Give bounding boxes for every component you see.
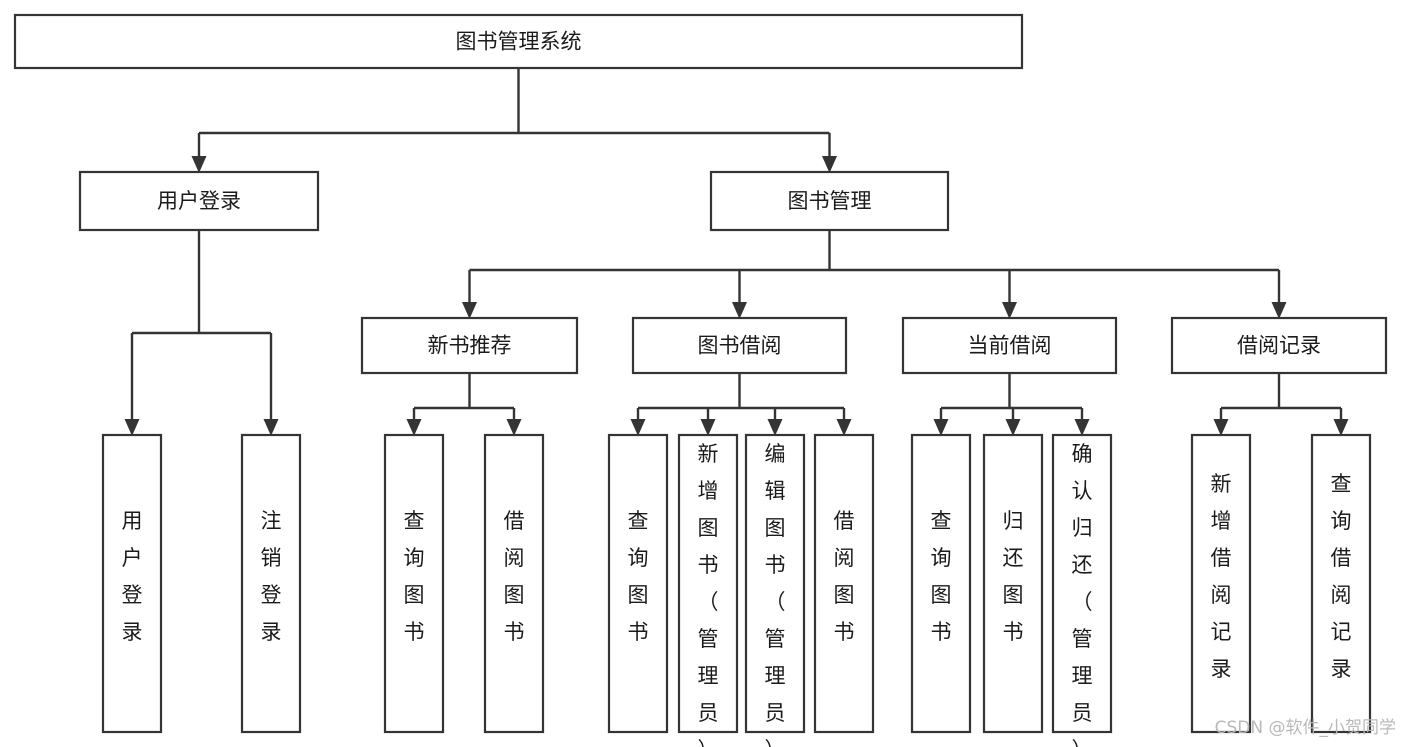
node-label: 新增借阅记录 (1211, 472, 1232, 681)
node-new-book-rec[interactable]: 新书推荐 (360, 316, 579, 375)
node-leaf-borrow-book-2[interactable]: 借阅图书 (813, 433, 875, 734)
node-leaf-confirm-return[interactable]: 确认归还（管理员） (1051, 433, 1113, 747)
node-label: 新书推荐 (428, 334, 512, 358)
node-user-login[interactable]: 用户登录 (78, 170, 320, 232)
arrow-head-icon (1333, 419, 1349, 436)
arrow-head-icon (1002, 302, 1017, 319)
node-box[interactable] (1051, 433, 1113, 734)
node-book-borrow[interactable]: 图书借阅 (631, 316, 848, 375)
node-leaf-borrow-book-1[interactable]: 借阅图书 (483, 433, 545, 734)
node-leaf-add-book[interactable]: 新增图书（管理员） (677, 433, 739, 747)
node-label: 用户登录 (157, 189, 241, 213)
node-leaf-return-book[interactable]: 归还图书 (982, 433, 1044, 734)
connector-group-book_borrow (630, 373, 852, 436)
node-box[interactable] (677, 433, 739, 734)
node-layer: 图书管理系统用户登录图书管理新书推荐图书借阅当前借阅借阅记录用户登录注销登录查询… (13, 13, 1388, 747)
node-box[interactable] (910, 433, 972, 734)
connector-group-current_borrow (933, 373, 1090, 436)
node-label: 借阅记录 (1237, 334, 1321, 358)
node-borrow-record[interactable]: 借阅记录 (1170, 316, 1388, 375)
arrow-head-icon (933, 419, 949, 436)
arrow-head-icon (263, 419, 279, 436)
node-leaf-user-login[interactable]: 用户登录 (101, 433, 163, 734)
node-box[interactable] (1170, 316, 1388, 375)
node-box[interactable] (78, 170, 320, 232)
node-leaf-query-record[interactable]: 查询借阅记录 (1310, 433, 1372, 734)
node-label: 编辑图书（管理员） (765, 442, 786, 747)
node-label: 用户登录 (122, 509, 143, 644)
arrow-head-icon (1213, 419, 1229, 436)
node-leaf-add-record[interactable]: 新增借阅记录 (1190, 433, 1252, 734)
node-leaf-edit-book[interactable]: 编辑图书（管理员） (744, 433, 806, 747)
node-root[interactable]: 图书管理系统 (13, 13, 1024, 70)
node-label: 新增图书（管理员） (698, 442, 719, 747)
connector-layer (124, 68, 1349, 436)
connector-group-book_manage (462, 230, 1287, 319)
arrow-head-icon (506, 419, 522, 436)
node-label: 借阅图书 (504, 509, 525, 644)
node-label: 查询图书 (404, 509, 425, 644)
node-label: 确认归还（管理员） (1072, 442, 1093, 747)
arrow-head-icon (822, 156, 837, 173)
node-box[interactable] (240, 433, 302, 734)
node-label: 注销登录 (261, 509, 282, 644)
arrow-head-icon (630, 419, 646, 436)
arrow-head-icon (191, 156, 207, 173)
node-leaf-query-book-2[interactable]: 查询图书 (607, 433, 669, 734)
node-box[interactable] (631, 316, 848, 375)
node-leaf-query-book-3[interactable]: 查询图书 (910, 433, 972, 734)
arrow-head-icon (700, 419, 716, 436)
node-box[interactable] (709, 170, 950, 232)
node-leaf-query-book-1[interactable]: 查询图书 (383, 433, 445, 734)
node-label: 查询图书 (628, 509, 649, 644)
node-box[interactable] (383, 433, 445, 734)
arrow-head-icon (124, 419, 140, 436)
arrow-head-icon (1005, 419, 1021, 436)
node-leaf-logout[interactable]: 注销登录 (240, 433, 302, 734)
node-box[interactable] (483, 433, 545, 734)
node-box[interactable] (13, 13, 1024, 70)
node-label: 图书借阅 (698, 334, 782, 358)
node-box[interactable] (101, 433, 163, 734)
node-box[interactable] (1190, 433, 1252, 734)
arrow-head-icon (1271, 302, 1287, 319)
watermark-label: CSDN @软件_小贺同学 (1215, 718, 1396, 738)
node-label: 查询图书 (931, 509, 952, 644)
arrow-head-icon (767, 419, 783, 436)
node-box[interactable] (901, 316, 1118, 375)
node-box[interactable] (744, 433, 806, 734)
connector-group-user_login (124, 230, 279, 436)
node-current-borrow[interactable]: 当前借阅 (901, 316, 1118, 375)
node-label: 当前借阅 (968, 334, 1052, 358)
node-box[interactable] (813, 433, 875, 734)
node-label: 借阅图书 (834, 509, 855, 644)
node-box[interactable] (1310, 433, 1372, 734)
arrow-head-icon (1074, 419, 1090, 436)
node-box[interactable] (360, 316, 579, 375)
arrow-head-icon (732, 302, 747, 319)
node-box[interactable] (982, 433, 1044, 734)
node-label: 归还图书 (1003, 509, 1024, 644)
node-book-manage[interactable]: 图书管理 (709, 170, 950, 232)
node-box[interactable] (607, 433, 669, 734)
node-label: 图书管理 (788, 189, 872, 213)
arrow-head-icon (406, 419, 422, 436)
arrow-head-icon (462, 302, 477, 319)
arrow-head-icon (836, 419, 852, 436)
connector-group-borrow_record (1213, 373, 1349, 436)
connector-group-new_book_rec (406, 373, 522, 436)
connector-group-root (191, 68, 837, 173)
node-label: 查询借阅记录 (1331, 472, 1352, 681)
node-label: 图书管理系统 (456, 30, 582, 54)
